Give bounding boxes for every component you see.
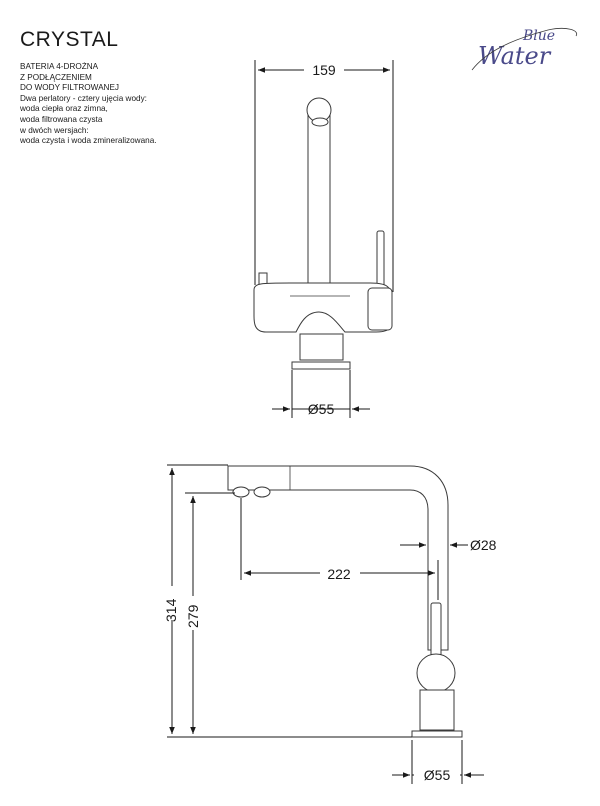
spout-height-label: 279 — [185, 604, 201, 628]
description-line: woda ciepła oraz zimna, — [20, 104, 108, 114]
total-height-label: 314 — [163, 598, 179, 622]
label-bg — [160, 586, 180, 620]
label-bg — [414, 766, 460, 782]
logo-swoosh — [471, 28, 578, 71]
spout-diameter-label: Ø28 — [470, 537, 497, 553]
front-view: 159 Ø55 — [253, 60, 394, 418]
side-view: 314 279 222 Ø28 Ø55 — [160, 464, 497, 784]
label-bg — [182, 596, 202, 630]
description-line: w dwóch wersjach: — [20, 125, 89, 135]
base-plate — [291, 361, 351, 370]
description-line: Z PODŁĄCZENIEM — [20, 72, 92, 82]
spout-column — [307, 111, 331, 288]
front-base-label: Ø55 — [308, 401, 335, 417]
logo-text-blue: Blue — [522, 28, 555, 44]
tap-body — [253, 282, 393, 333]
aerator — [311, 117, 329, 127]
logo-text-water: Water — [478, 42, 552, 70]
side-base-label: Ø55 — [424, 767, 451, 783]
description-line: Dwa perlatory - cztery ujęcia wody: — [20, 93, 147, 103]
side-base — [419, 689, 455, 731]
product-title: CRYSTAL — [20, 28, 119, 51]
side-body — [416, 653, 456, 693]
side-lever — [430, 602, 442, 662]
description-line: DO WODY FILTROWANEJ — [20, 83, 120, 93]
label-bg — [304, 61, 344, 77]
aerator-right — [253, 486, 271, 498]
label-bg — [320, 564, 360, 580]
product-description: BATERIA 4-DROŻNA Z PODŁĄCZENIEM DO WODY … — [20, 62, 250, 147]
aerator-left — [232, 486, 250, 498]
description-line: BATERIA 4-DROŻNA — [20, 62, 99, 71]
width-dimension-label: 159 — [312, 62, 336, 78]
description-line: woda czysta i woda zmineralizowana. — [20, 136, 157, 146]
brand-logo: Blue Water — [471, 28, 578, 71]
tap-base — [299, 333, 344, 361]
reach-label: 222 — [327, 566, 351, 582]
main-lever — [376, 230, 385, 290]
cartridge-housing — [367, 287, 393, 331]
description-line: woda filtrowana czysta — [20, 114, 103, 124]
side-base-plate — [411, 730, 463, 738]
